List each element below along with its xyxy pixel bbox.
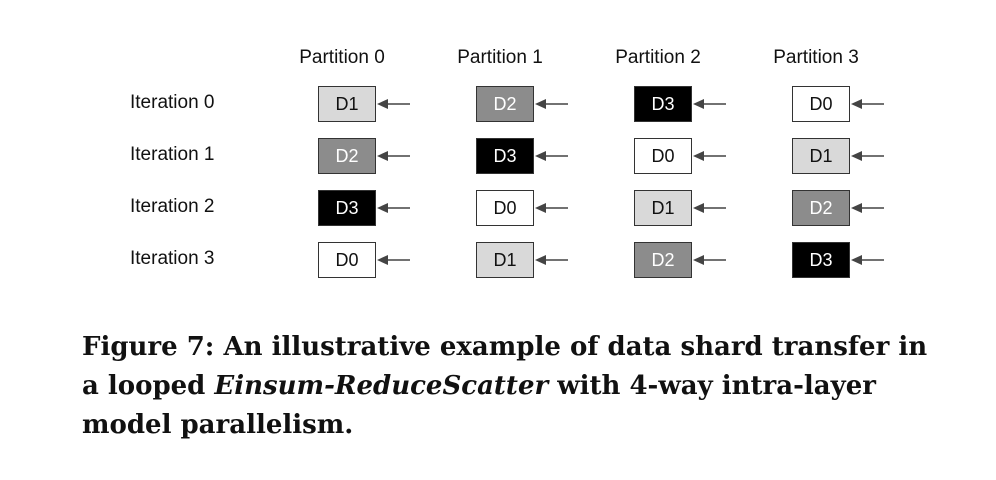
- shard-box: D2: [634, 242, 692, 278]
- left-arrow-icon: [535, 255, 568, 265]
- shard-box: D2: [476, 86, 534, 122]
- left-arrow-icon: [377, 99, 410, 109]
- shard-box: D0: [476, 190, 534, 226]
- left-arrow-icon: [693, 99, 726, 109]
- left-arrow-icon: [377, 255, 410, 265]
- caption-suffix: with 4-way intra-layer model parallelism…: [82, 371, 876, 440]
- row-label-iteration-3: Iteration 3: [130, 248, 215, 269]
- left-arrow-icon: [851, 151, 884, 161]
- shard-box: D1: [318, 86, 376, 122]
- shard-box: D3: [476, 138, 534, 174]
- shard-box: D3: [318, 190, 376, 226]
- shard-transfer-diagram: Partition 0 Partition 1 Partition 2 Partiti…: [130, 47, 884, 278]
- shard-box: D3: [792, 242, 850, 278]
- left-arrow-icon: [377, 203, 410, 213]
- shard-box: D1: [476, 242, 534, 278]
- left-arrow-icon: [851, 99, 884, 109]
- row-label-iteration-2: Iteration 2: [130, 196, 215, 217]
- column-label-partition-2: Partition 2: [615, 47, 701, 68]
- left-arrow-icon: [851, 203, 884, 213]
- left-arrow-icon: [693, 255, 726, 265]
- figure-caption: Figure 7: An illustrative example of dat…: [82, 328, 942, 445]
- row-label-iteration-1: Iteration 1: [130, 144, 215, 165]
- shard-box: D0: [634, 138, 692, 174]
- caption-emphasis: Einsum-ReduceScatter: [214, 371, 549, 401]
- shard-box: D2: [792, 190, 850, 226]
- shard-box: D2: [318, 138, 376, 174]
- shard-box: D1: [792, 138, 850, 174]
- shard-box: D3: [634, 86, 692, 122]
- column-label-partition-3: Partition 3: [773, 47, 859, 68]
- shard-box: D0: [318, 242, 376, 278]
- left-arrow-icon: [693, 203, 726, 213]
- row-label-iteration-0: Iteration 0: [130, 92, 215, 113]
- left-arrow-icon: [851, 255, 884, 265]
- shard-box: D1: [634, 190, 692, 226]
- left-arrow-icon: [693, 151, 726, 161]
- shard-box: D0: [792, 86, 850, 122]
- left-arrow-icon: [535, 99, 568, 109]
- caption-prefix: Figure 7: An illustrative example of dat…: [82, 332, 928, 401]
- left-arrow-icon: [377, 151, 410, 161]
- left-arrow-icon: [535, 151, 568, 161]
- left-arrow-icon: [535, 203, 568, 213]
- column-label-partition-1: Partition 1: [457, 47, 543, 68]
- column-label-partition-0: Partition 0: [299, 47, 385, 68]
